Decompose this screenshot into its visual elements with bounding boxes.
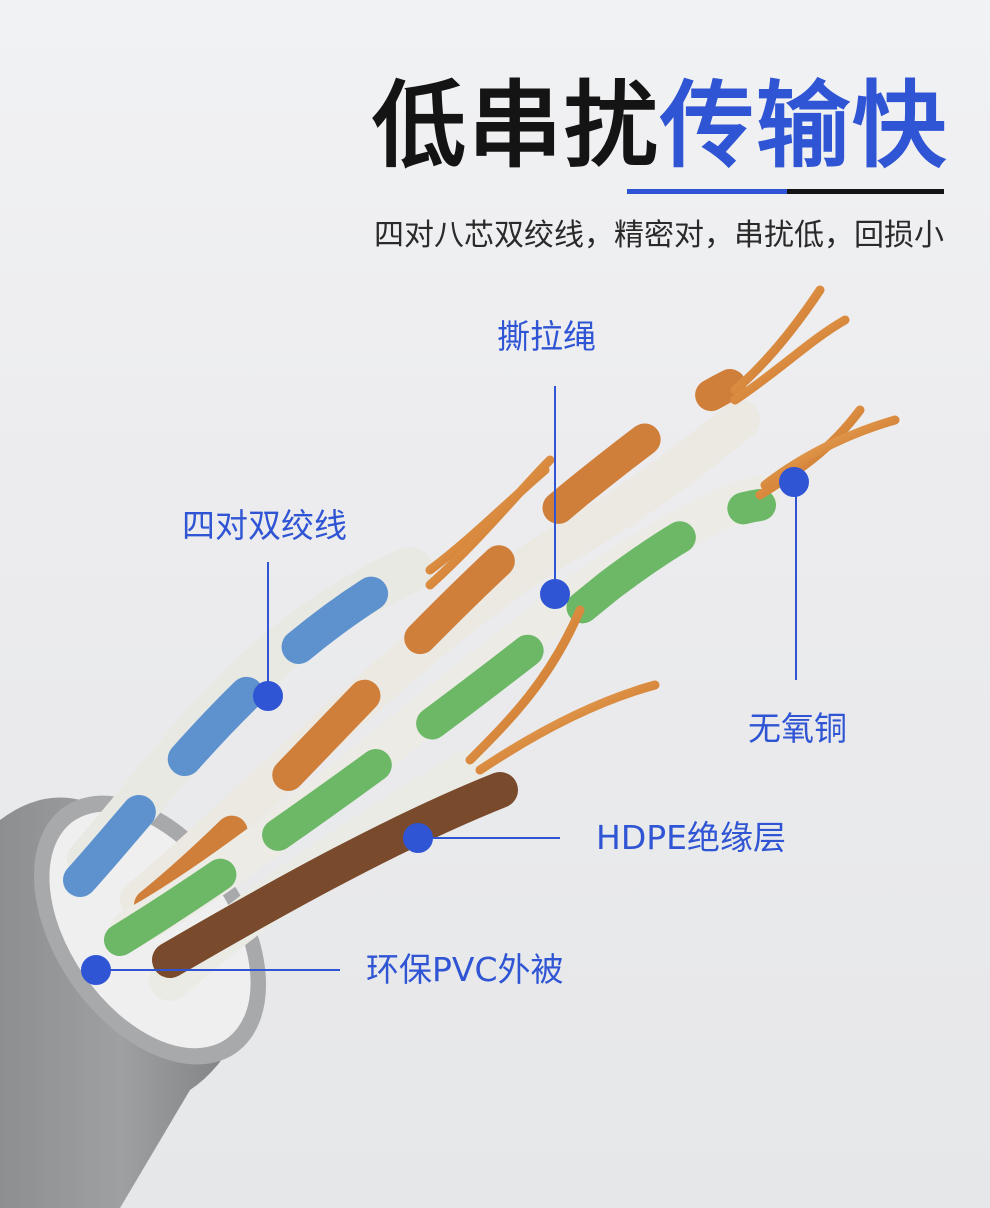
callout-leaders [81, 386, 809, 985]
wire-white-green [104, 475, 780, 956]
label-hdpe-insulation: HDPE绝缘层 [596, 818, 786, 857]
page-subtitle: 四对八芯双绞线，精密对，串扰低，回损小 [374, 218, 944, 253]
page-heading: 低串扰传输快 [372, 80, 948, 174]
wire-white-orange [120, 369, 760, 921]
wire-white-blue [63, 547, 437, 897]
label-oxygen-free-copper: 无氧铜 [748, 709, 847, 748]
label-rip-cord: 撕拉绳 [497, 317, 596, 356]
heading-part-dark: 低串扰 [371, 72, 660, 181]
heading-underline-dark [787, 189, 944, 194]
wire-white-brown [149, 749, 518, 1001]
heading-underline-blue [627, 189, 787, 194]
label-twisted-pairs: 四对双绞线 [182, 506, 347, 545]
copper-conductors [425, 285, 900, 775]
label-pvc-jacket: 环保PVC外被 [366, 950, 564, 989]
heading-part-blue: 传输快 [659, 72, 948, 181]
